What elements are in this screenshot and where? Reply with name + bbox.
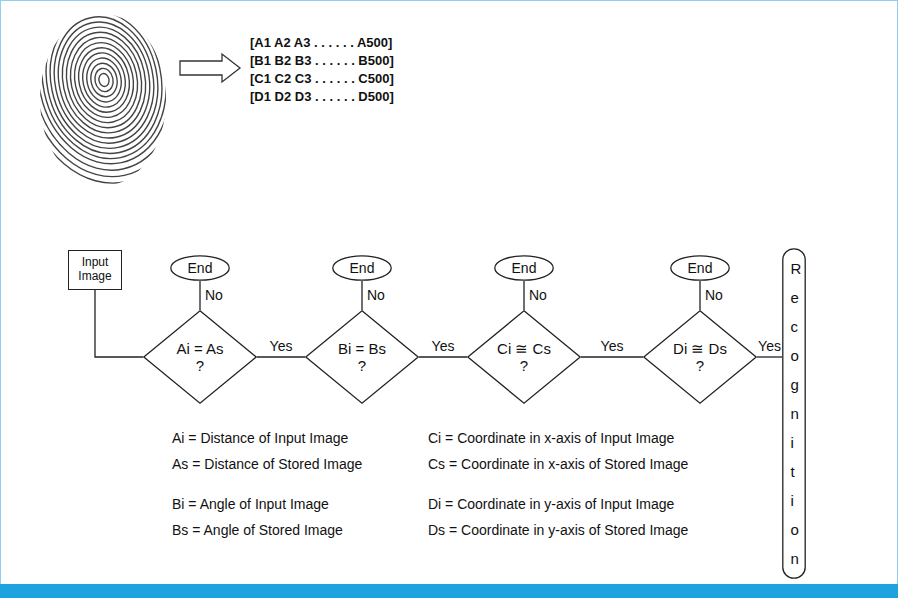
flow-line bbox=[199, 281, 200, 310]
flow-line bbox=[523, 281, 524, 310]
fingerprint-ridge bbox=[73, 43, 135, 117]
end-terminal: End bbox=[494, 255, 554, 281]
ellipse-outline bbox=[333, 256, 391, 280]
panel-border bbox=[1, 1, 898, 585]
edge-label: Yes bbox=[757, 338, 782, 354]
edge-label: Yes bbox=[600, 338, 625, 354]
fingerprint-ridge bbox=[0, 0, 210, 206]
fingerprint-ridge bbox=[4, 0, 204, 198]
diamond-outline bbox=[644, 311, 756, 403]
definition-text: Cs = Coordinate in x-axis of Stored Imag… bbox=[428, 456, 688, 472]
definition-text: Di = Coordinate in y-axis of Input Image bbox=[428, 496, 674, 512]
end-terminal: End bbox=[332, 255, 392, 281]
flow-line bbox=[699, 281, 700, 310]
ellipse-outline bbox=[171, 256, 229, 280]
edge-label: No bbox=[204, 287, 224, 303]
fingerprint-ridge bbox=[17, 0, 192, 184]
ellipse-outline bbox=[495, 256, 553, 280]
flow-line bbox=[581, 356, 643, 357]
fingerprint-ridge bbox=[23, 0, 185, 176]
definition-text: Ds = Coordinate in y-axis of Stored Imag… bbox=[428, 522, 688, 538]
end-terminal: End bbox=[670, 255, 730, 281]
diamond-outline bbox=[144, 311, 256, 403]
ellipse-outline bbox=[671, 256, 729, 280]
end-terminal: End bbox=[170, 255, 230, 281]
definition-text: As = Distance of Stored Image bbox=[172, 456, 362, 472]
definition-text: Bi = Angle of Input Image bbox=[172, 496, 329, 512]
edge-label: No bbox=[366, 287, 386, 303]
definition-text: Bs = Angle of Stored Image bbox=[172, 522, 343, 538]
flow-line bbox=[419, 356, 467, 357]
node-text: End bbox=[188, 260, 213, 276]
flow-line bbox=[757, 356, 782, 357]
decision-diamond: Bi = Bs ? bbox=[305, 310, 419, 404]
recognition-bar: Recognition bbox=[782, 248, 806, 579]
fingerprint-ridge bbox=[28, 0, 180, 170]
matrix-row: [A1 A2 A3 . . . . . . A500] bbox=[250, 36, 392, 51]
fingerprint bbox=[0, 0, 210, 206]
edge-label: No bbox=[704, 287, 724, 303]
fingerprint-ridge bbox=[93, 67, 115, 94]
fingerprint-ridge bbox=[10, 0, 197, 191]
edge-label: Yes bbox=[431, 338, 456, 354]
node-text: Input Image bbox=[72, 256, 118, 284]
decision-diamond: Ci ≅ Cs ? bbox=[467, 310, 581, 404]
node-text: Recognition bbox=[791, 254, 798, 573]
diamond-outline bbox=[468, 311, 580, 403]
flow-line bbox=[257, 356, 305, 357]
fingerprint-ridge bbox=[88, 61, 120, 99]
decision-diamond: Di ≅ Ds ? bbox=[643, 310, 757, 404]
process-box: Input Image bbox=[68, 250, 122, 290]
edge-label: No bbox=[528, 287, 548, 303]
fingerprint-ridge bbox=[98, 73, 110, 88]
fingerprint-ridge bbox=[48, 13, 160, 146]
matrix-row: [C1 C2 C3 . . . . . . C500] bbox=[250, 72, 394, 87]
footer-bar bbox=[0, 584, 898, 598]
node-text: Di ≅ Ds ? bbox=[672, 340, 729, 375]
matrix-row: [B1 B2 B3 . . . . . . B500] bbox=[250, 54, 394, 69]
node-text: Ci ≅ Cs ? bbox=[496, 340, 553, 375]
node-text: End bbox=[350, 260, 375, 276]
fingerprint-ridge bbox=[53, 19, 155, 140]
node-text: Bi = Bs ? bbox=[334, 340, 391, 375]
pill-outline bbox=[783, 249, 805, 578]
node-text: End bbox=[512, 260, 537, 276]
definition-text: Ai = Distance of Input Image bbox=[172, 430, 348, 446]
flow-line bbox=[361, 281, 362, 310]
edge-label: Yes bbox=[269, 338, 294, 354]
decision-diamond: Ai = As ? bbox=[143, 310, 257, 404]
matrix-row: [D1 D2 D3 . . . . . . D500] bbox=[250, 90, 394, 105]
definition-text: Ci = Coordinate in x-axis of Input Image bbox=[428, 430, 674, 446]
hollow-arrow bbox=[180, 54, 240, 82]
flow-line bbox=[95, 290, 143, 357]
diamond-outline bbox=[306, 311, 418, 403]
node-text: Ai = As ? bbox=[172, 340, 229, 375]
fingerprint-ridge bbox=[33, 0, 175, 164]
fingerprint-ridge bbox=[78, 49, 130, 111]
node-text: End bbox=[688, 260, 713, 276]
fingerprint-ridge bbox=[38, 2, 170, 159]
